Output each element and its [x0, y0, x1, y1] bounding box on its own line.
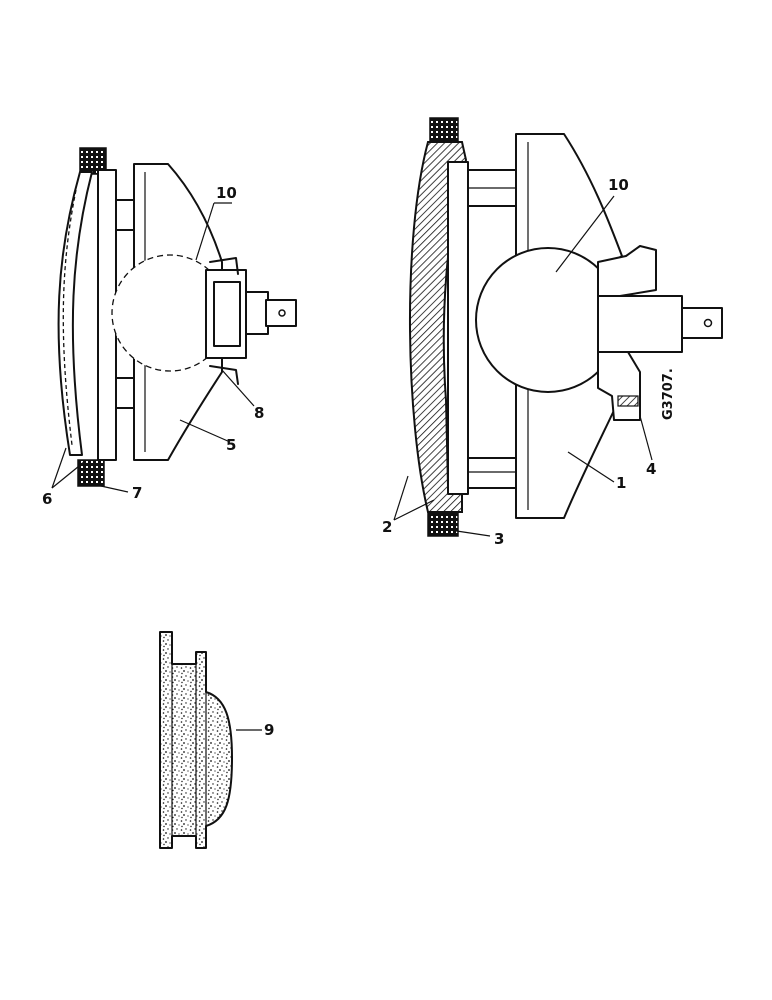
drawing-code: G3707.	[661, 368, 676, 420]
right-plug-pin	[703, 318, 713, 328]
callout-2: 2	[382, 518, 392, 536]
callout-1: 1	[616, 474, 626, 492]
left-plug-pin	[278, 309, 286, 317]
callout-3: 3	[494, 530, 504, 548]
right-socket	[597, 295, 683, 353]
right-headlamp	[409, 117, 723, 537]
callout-10-right: 10	[608, 176, 629, 194]
callout-7: 7	[132, 484, 142, 502]
left-rim-bottom	[77, 459, 105, 487]
callout-6: 6	[42, 490, 52, 508]
right-rim-bottom	[427, 511, 459, 537]
right-post-lower	[467, 457, 521, 489]
left-leaders	[51, 202, 255, 493]
right-rim-top	[429, 117, 459, 143]
callout-8: 8	[254, 404, 264, 422]
left-rim-top	[79, 147, 107, 175]
right-holder-hatch	[617, 395, 639, 407]
left-collar-clip-top	[209, 257, 239, 275]
gasket-section	[159, 631, 262, 849]
right-plug	[681, 307, 723, 339]
left-collar-inner	[213, 281, 241, 347]
callout-4: 4	[646, 460, 656, 478]
right-bezel	[447, 161, 469, 495]
left-lens	[57, 171, 93, 456]
left-collar-clip-bot	[209, 365, 239, 385]
left-plug	[265, 299, 297, 327]
callout-10-left: 10	[216, 184, 237, 202]
callout-9: 9	[264, 721, 274, 739]
callout-5: 5	[226, 436, 236, 454]
left-connector	[245, 291, 269, 335]
left-headlamp	[57, 147, 297, 487]
right-leaders	[393, 195, 653, 537]
